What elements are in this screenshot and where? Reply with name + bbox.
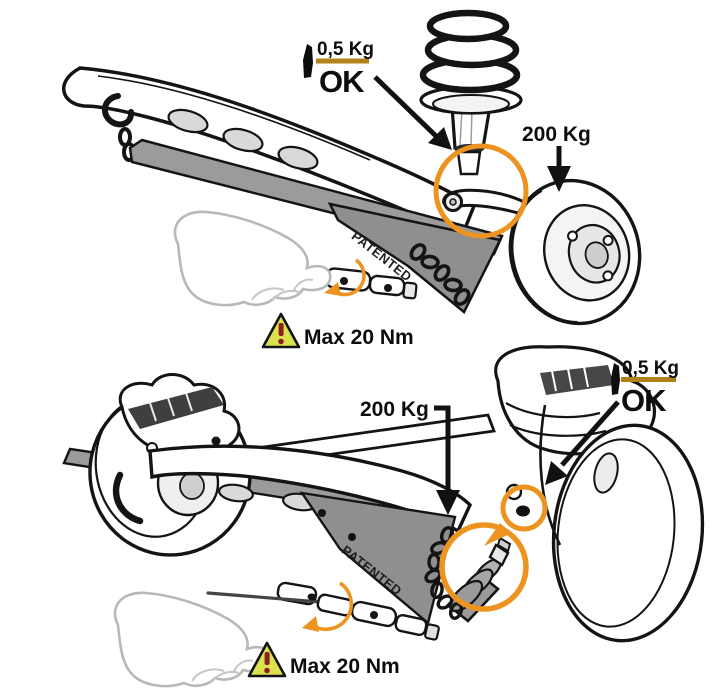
torque-label: Max 20 Nm [290, 655, 400, 678]
coil-spring [419, 9, 521, 94]
ok-arrow [545, 400, 620, 485]
arm-hole [167, 108, 209, 134]
brake-disc [505, 404, 705, 643]
highlight-circle-large [439, 522, 529, 612]
ok-label: OK [319, 64, 365, 99]
torque-warning-annotation: Max 20 Nm [247, 641, 400, 678]
gold-underline [621, 377, 676, 382]
highlight-circle [433, 143, 529, 239]
arm-hole [218, 483, 254, 503]
tap-weight-label: 0,5 Kg [317, 39, 374, 60]
load-label: 200 Kg [522, 123, 591, 146]
tap-weight-label: 0,5 Kg [622, 358, 679, 379]
warning-triangle-icon [247, 641, 287, 678]
strut-assembly [419, 9, 523, 176]
warning-triangle-icon [261, 312, 301, 349]
glove-hand [173, 210, 332, 307]
hammer-icon [611, 363, 620, 395]
tool-chain [409, 243, 471, 306]
load-label: 200 Kg [360, 398, 429, 421]
threaded-rod [206, 581, 440, 641]
tap-weight-annotation: 0,5 Kg OK [303, 39, 452, 150]
ok-label: OK [621, 383, 667, 418]
arm-hole [222, 127, 264, 153]
glove-hand [113, 591, 272, 688]
torque-warning-annotation: Max 20 Nm [261, 312, 414, 349]
ok-arrow [373, 75, 452, 150]
gold-underline [316, 58, 369, 64]
highlight-circle-small [500, 484, 548, 532]
load-annotation: 200 Kg [522, 123, 591, 192]
tool-chain [424, 526, 464, 620]
hammer-icon [303, 44, 313, 78]
tap-weight-annotation: 0,5 Kg OK [545, 358, 679, 485]
load-annotation: 200 Kg [360, 398, 460, 515]
arm-hole [277, 145, 319, 171]
knuckle-arm [442, 188, 530, 215]
brake-disc [508, 178, 642, 326]
rotation-arrow-icon [324, 258, 366, 297]
rotation-arrow-icon [302, 581, 354, 632]
torque-label: Max 20 Nm [304, 326, 414, 349]
highlight-circle-tail [484, 523, 512, 546]
shock-bolt [516, 505, 530, 517]
figure-front-strut: PATENTED [61, 9, 642, 349]
figure-rear-shock: PATENTED [62, 345, 705, 688]
trailing-arm [61, 66, 477, 239]
